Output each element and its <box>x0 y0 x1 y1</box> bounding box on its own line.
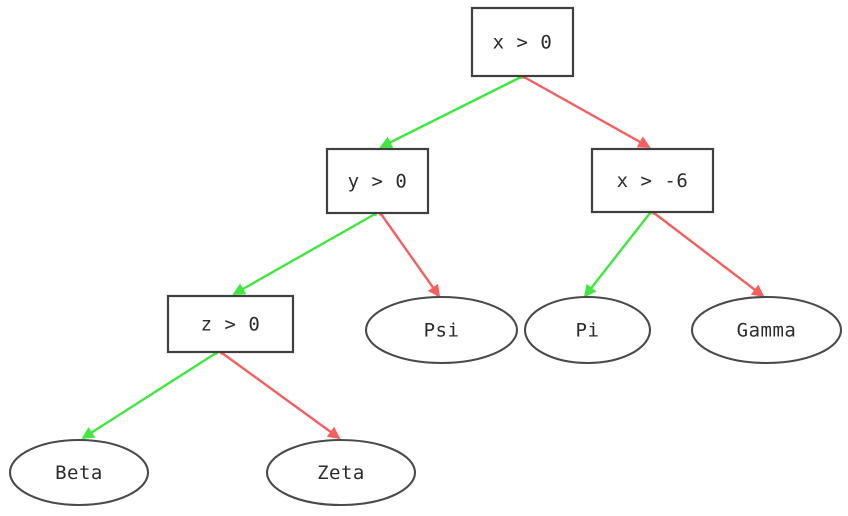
node-label-n_y: y > 0 <box>348 171 408 193</box>
node-shape-rect <box>166 294 295 354</box>
edge-n_x6-to-gamma <box>652 211 765 298</box>
node-label-psi: Psi <box>424 320 460 342</box>
edge-line-true <box>232 212 376 296</box>
edge-line-false <box>221 352 341 440</box>
edge-n_y-to-n_z <box>232 212 377 296</box>
node-shape-ellipse <box>523 295 652 365</box>
node-shape-ellipse <box>265 438 417 507</box>
node-shape-ellipse <box>8 438 150 507</box>
edge-line-true <box>583 212 651 298</box>
node-beta[interactable]: Beta <box>8 438 150 507</box>
edge-line-false <box>380 213 441 298</box>
edge-line-true <box>81 351 217 440</box>
node-label-beta: Beta <box>55 462 103 484</box>
node-label-n_z: z > 0 <box>201 314 261 336</box>
node-shape-rect <box>590 147 715 214</box>
edge-n_x6-to-pi <box>583 211 652 298</box>
node-shape-rect <box>325 147 430 215</box>
node-shape-rect <box>470 6 575 78</box>
node-zeta[interactable]: Zeta <box>265 438 417 507</box>
node-gamma[interactable]: Gamma <box>690 295 843 365</box>
node-psi[interactable]: Psi <box>364 295 519 365</box>
edge-n_z-to-beta <box>81 351 218 440</box>
node-label-n_x6: x > -6 <box>617 170 689 192</box>
edge-line-false <box>653 212 765 298</box>
edge-n_y-to-psi <box>379 212 441 298</box>
node-n_z[interactable]: z > 0 <box>166 294 295 354</box>
node-label-pi: Pi <box>576 320 600 342</box>
node-root[interactable]: x > 0 <box>470 6 575 78</box>
node-shape-ellipse <box>690 295 843 365</box>
node-label-zeta: Zeta <box>317 462 365 484</box>
node-shape-ellipse <box>364 295 519 365</box>
node-n_x6[interactable]: x > -6 <box>590 147 715 214</box>
node-label-gamma: Gamma <box>737 320 797 342</box>
node-pi[interactable]: Pi <box>523 295 652 365</box>
edge-line-false <box>523 75 651 149</box>
edge-line-true <box>379 75 522 149</box>
node-n_y[interactable]: y > 0 <box>325 147 430 215</box>
edge-root-to-n_y <box>379 75 523 149</box>
edges-layer <box>81 75 765 440</box>
edge-root-to-n_x6 <box>522 75 651 149</box>
node-label-root: x > 0 <box>493 32 553 54</box>
edge-n_z-to-zeta <box>220 351 341 440</box>
